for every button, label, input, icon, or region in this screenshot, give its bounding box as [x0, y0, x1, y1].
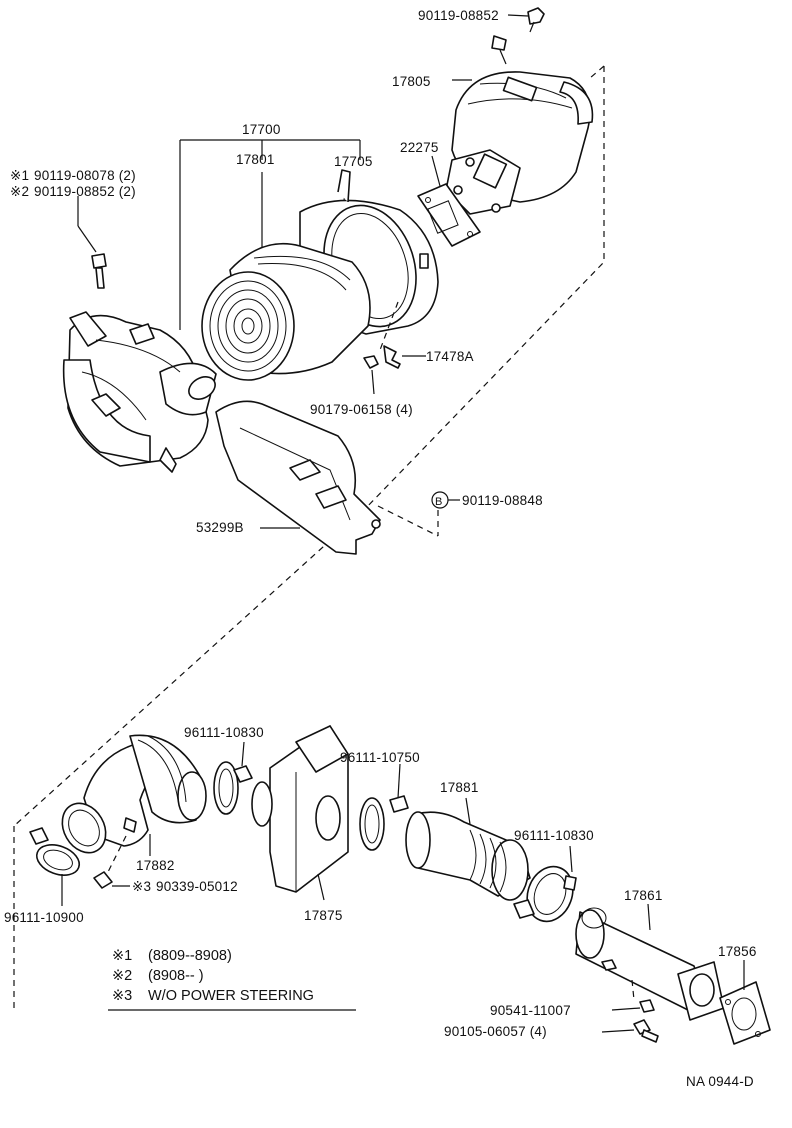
legend-text-2: (8908-- ): [148, 968, 204, 984]
bolt-note-drawing: [77, 196, 107, 289]
gasket-17856-drawing: [719, 960, 771, 1045]
b-marker-circle: [431, 491, 449, 509]
label-90179-06158: 90179-06158 (4): [310, 402, 413, 417]
legend-mark-1: ※1: [112, 948, 132, 964]
pipe-17861-drawing: [575, 903, 725, 1021]
nut-bolt-drawing: [601, 999, 659, 1043]
label-bolt-note1: 90119-08078 (2): [34, 168, 136, 183]
bracket-53299B-drawing: [215, 400, 460, 555]
legend-text-1: (8809--8908): [148, 948, 232, 964]
clamp-96111-10830-right-drawing: [513, 845, 577, 923]
label-96111-10900: 96111-10900: [4, 910, 84, 925]
label-53299B: 53299B: [196, 520, 244, 535]
clamp-17478A-drawing: [363, 345, 426, 395]
legend: ※1 (8809--8908) ※2 (8908-- ) ※3 W/O POWE…: [112, 948, 314, 1004]
assembly-boundary-top: [363, 66, 605, 520]
clamp-96111-10830-left-drawing: [213, 741, 253, 815]
air-cleaner-cap-drawing: [445, 35, 594, 215]
gasket-22275-drawing: [417, 155, 481, 247]
mark-note3-plug: ※3: [132, 879, 151, 894]
label-bolt-note2: 90119-08852 (2): [34, 184, 136, 199]
label-17805: 17805: [392, 74, 431, 89]
diagram-code: NA 0944-D: [686, 1074, 754, 1089]
clamp-96111-10750-drawing: [359, 763, 409, 851]
hose-17881-drawing: [405, 797, 531, 901]
b-marker: B: [435, 496, 443, 508]
label-bolt-90119-08852: 90119-08852: [418, 8, 499, 23]
mark-note2: ※2: [10, 184, 29, 199]
label-17875: 17875: [304, 908, 343, 923]
label-17861: 17861: [624, 888, 663, 903]
label-96111-10830-right: 96111-10830: [514, 828, 594, 843]
assy-17700-leaders: [179, 139, 361, 330]
label-96111-10750: 96111-10750: [340, 750, 420, 765]
label-17881: 17881: [440, 780, 479, 795]
air-cleaner-body-drawing: [62, 311, 217, 473]
clamp-96111-10900-drawing: [29, 827, 81, 906]
label-17882: 17882: [136, 858, 175, 873]
label-17856: 17856: [718, 944, 757, 959]
bolt-90119-08852-drawing: [507, 7, 545, 33]
filter-element-drawing: [201, 242, 371, 381]
label-17478A: 17478A: [426, 349, 474, 364]
legend-mark-2: ※2: [112, 968, 132, 984]
label-22275: 22275: [400, 140, 439, 155]
label-90339-05012: 90339-05012: [156, 879, 238, 894]
label-90119-08848: 90119-08848: [462, 493, 543, 508]
hose-17882-drawing: [61, 734, 207, 877]
mark-note1: ※1: [10, 168, 29, 183]
resonator-17875-drawing: [251, 725, 349, 901]
label-96111-10830-left: 96111-10830: [184, 725, 264, 740]
legend-text-3: W/O POWER STEERING: [148, 988, 314, 1004]
plug-90339-drawing: [93, 871, 130, 889]
label-90541-11007: 90541-11007: [490, 1003, 571, 1018]
label-17700: 17700: [242, 122, 281, 137]
label-17801: 17801: [236, 152, 275, 167]
label-90105-06057: 90105-06057 (4): [444, 1024, 547, 1039]
label-17705: 17705: [334, 154, 373, 169]
legend-mark-3: ※3: [112, 988, 132, 1004]
